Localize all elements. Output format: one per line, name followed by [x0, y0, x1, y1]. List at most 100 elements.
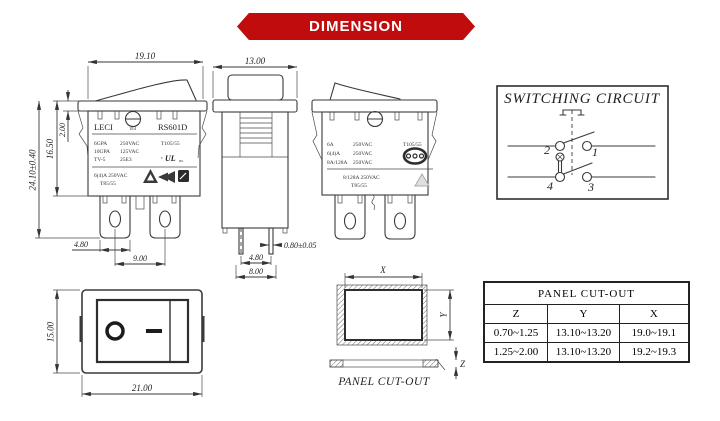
dim-leg-pitch-label: 9.00: [133, 254, 147, 263]
face-view-drawing: 15.00 21.00: [46, 289, 205, 397]
dim-bezel-height-label: 2.00: [58, 123, 67, 137]
dim-width-label: 19.10: [135, 51, 156, 61]
dim-total-height-label: 24.10±0.40: [28, 149, 38, 190]
terminal-1-contact: [581, 140, 593, 152]
side-view-drawing: 13.00 0.80±0.05 4.80 8.00: [212, 56, 316, 280]
dim-pin-span-label: 8.00: [249, 267, 263, 276]
temp-rating: T105/55: [161, 141, 180, 147]
cULus-certification-icon: c UL us: [161, 154, 183, 163]
rating-2-current: 10GPA: [94, 149, 110, 155]
left-leg-2: [334, 194, 366, 240]
dim-x-label: X: [379, 265, 386, 275]
left-mounting-hole: [108, 210, 122, 228]
dim-z-label: Z: [460, 359, 466, 369]
indicator-lamp-icon: [555, 152, 565, 174]
col-header-y: Y: [547, 304, 620, 324]
rating-1-current: 6A: [327, 142, 334, 148]
rating-2-voltage: 250VAC: [353, 151, 372, 157]
right-wing-2: [427, 111, 438, 161]
front-view-2-drawing: 6A 250VAC T105/55 6(4)A 250VAC 8A/128A 2…: [311, 82, 438, 240]
terminal-2-label: 2: [544, 143, 550, 157]
right-wing: [197, 110, 208, 159]
brand-label: LECI: [94, 122, 113, 132]
contact-blade-bottom: [562, 162, 593, 175]
panel-cutout-caption: PANEL CUT-OUT: [337, 376, 430, 388]
svg-text:UL: UL: [165, 154, 176, 163]
temp-rating: T105/55: [403, 142, 422, 148]
table-header-row: Z Y X: [483, 304, 690, 324]
temp-bottom: T85/55: [100, 181, 116, 187]
temp-bottom: T85/55: [351, 183, 367, 189]
triangle-certification-icon: [414, 173, 430, 187]
rating-1-voltage: 250VAC: [353, 142, 372, 148]
cell-z-1: 0.70~1.25: [483, 323, 549, 343]
rocker-window: [95, 298, 190, 364]
terminal-3-label: 3: [587, 180, 594, 194]
rating-bottom: 8/128A 250VAC: [343, 175, 380, 181]
bezel: [77, 100, 208, 112]
terminal-4-contact: [554, 171, 566, 183]
cell-z-2: 1.25~2.00: [483, 342, 549, 363]
panel-edge: [329, 359, 439, 368]
triangle-certification-icon: [143, 169, 158, 183]
cell-y-1: 13.10~13.20: [547, 323, 620, 343]
panel-cutout-drawing: X Y Z PANEL CUT-OUT: [329, 265, 466, 388]
bezel-side: [212, 99, 298, 113]
cqc-oval-certification-icon: [402, 147, 428, 165]
switching-circuit-diagram: SWITCHING CIRCUIT 2 1 4 3: [496, 85, 669, 200]
rating-3-current: TV-5: [94, 157, 106, 163]
face-outline: [81, 289, 203, 374]
left-wing: [77, 110, 89, 159]
left-mounting-hole-2: [343, 212, 357, 230]
dim-y-label: Y: [439, 312, 449, 318]
table-title: PANEL CUT-OUT: [483, 281, 690, 305]
right-mounting-hole: [158, 210, 172, 228]
svg-text:c: c: [161, 155, 163, 160]
dim-face-height-label: 15.00: [46, 321, 56, 342]
left-clip: [79, 316, 82, 342]
right-mounting-hole-2: [393, 212, 407, 230]
dim-side-width-label: 13.00: [245, 56, 266, 66]
rating-3-current: 8A/128A: [327, 160, 348, 166]
bezel-2: [311, 99, 438, 113]
model-label: RS601D: [158, 122, 187, 132]
body-side: [221, 111, 289, 229]
circuit-title: SWITCHING CIRCUIT: [504, 91, 661, 107]
col-header-x: X: [618, 304, 690, 324]
off-symbol: [105, 321, 125, 341]
rocker-profile: [94, 79, 197, 102]
cutout-opening: [344, 289, 423, 341]
terminal-4-label: 4: [547, 179, 553, 193]
svg-text:us: us: [179, 158, 183, 163]
dim-face-width-label: 21.00: [132, 383, 153, 393]
right-leg-2: [384, 194, 416, 240]
left-wing-2: [311, 111, 323, 161]
rating-3-voltage: 250VAC: [353, 160, 372, 166]
col-header-z: Z: [483, 304, 549, 324]
terminal-pin-right: [268, 227, 274, 255]
rating-2-current: 6(4)A: [327, 150, 340, 157]
panel-cutout-table: PANEL CUT-OUT Z Y X 0.70~1.25 13.10~13.2…: [483, 281, 690, 363]
dimension-banner: DIMENSION: [237, 13, 475, 40]
table-row: 0.70~1.25 13.10~13.20 19.0~19.1: [483, 323, 690, 343]
cell-x-2: 19.2~19.3: [618, 342, 690, 363]
double-chevron-certification-icon: [158, 171, 175, 183]
rating-1-voltage: 250VAC: [120, 141, 139, 147]
cell-x-1: 19.0~19.1: [618, 323, 690, 343]
terminal-1-label: 1: [592, 145, 598, 159]
middle-tab-squiggle: [371, 194, 375, 211]
rating-1-current: 6GPA: [94, 141, 107, 147]
rating-2-voltage: 125VAC: [120, 149, 139, 155]
dim-pin-thickness-label: 0.80±0.05: [284, 241, 316, 250]
rocker-side: [227, 74, 284, 101]
dim-body-height-label: 16.50: [45, 138, 55, 159]
switch-body-2: [321, 111, 429, 196]
file-code-label: 1E4: [129, 126, 137, 131]
terminal-2-contact: [554, 140, 566, 152]
rocker-profile-2: [329, 82, 401, 101]
circuit-border: [496, 85, 669, 200]
table-row: 1.25~2.00 13.10~13.20 19.2~19.3: [483, 342, 690, 363]
rocker-ribs: [240, 117, 272, 144]
right-clip: [202, 316, 205, 342]
